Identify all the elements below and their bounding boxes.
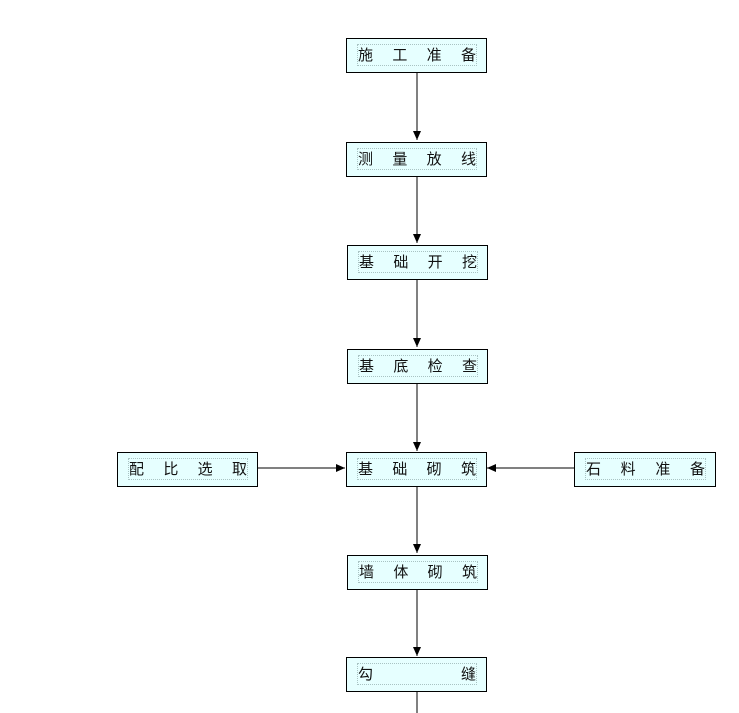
label-char: 墙 [359,563,375,581]
label-char: 放 [426,150,442,168]
label-char: 挖 [461,253,477,271]
label-char: 勾 [358,665,374,683]
label-char: 选 [197,460,213,478]
label-char: 砌 [427,563,443,581]
node-label: 石 料 准 备 [586,453,705,486]
label-char: 料 [620,460,636,478]
label-char: 筑 [461,563,477,581]
node-base-inspection: 基 底 检 查 [347,349,488,384]
node-foundation-excavation: 基 础 开 挖 [347,245,488,280]
label-char: 工 [392,46,408,64]
label-char: 测 [358,150,374,168]
label-char: 准 [426,46,442,64]
node-survey-layout: 测 量 放 线 [346,142,487,177]
node-label: 基 础 开 挖 [359,246,477,279]
label-char: 底 [393,357,409,375]
node-label: 配 比 选 取 [129,453,247,486]
label-char: 基 [359,357,375,375]
node-label: 勾 缝 [358,658,476,691]
label-char: 砌 [426,460,442,478]
node-label: 基 底 检 查 [359,350,477,383]
label-char: 筑 [460,460,476,478]
label-char: 施 [358,46,374,64]
label-char: 准 [655,460,671,478]
label-char: 体 [393,563,409,581]
label-char: 础 [393,253,409,271]
label-char: 量 [392,150,408,168]
node-construction-prep: 施 工 准 备 [346,38,487,73]
label-char: 配 [129,460,145,478]
node-foundation-masonry: 基 础 砌 筑 [346,452,487,487]
label-char: 缝 [460,665,476,683]
node-stone-preparation: 石 料 准 备 [574,452,716,487]
label-char: 检 [427,357,443,375]
label-char: 开 [427,253,443,271]
label-char: 线 [460,150,476,168]
node-label: 墙 体 砌 筑 [359,556,477,589]
label-char: 基 [359,253,375,271]
label-char: 石 [586,460,602,478]
node-label: 基 础 砌 筑 [358,453,476,486]
label-char: 比 [163,460,179,478]
node-mix-ratio-selection: 配 比 选 取 [117,452,258,487]
label-char: 础 [392,460,408,478]
node-wall-masonry: 墙 体 砌 筑 [347,555,488,590]
label-char: 查 [461,357,477,375]
node-label: 测 量 放 线 [358,143,476,176]
node-label: 施 工 准 备 [358,39,476,72]
label-char: 基 [358,460,374,478]
label-char: 备 [460,46,476,64]
label-char: 备 [689,460,705,478]
node-pointing: 勾 缝 [346,657,487,692]
label-char: 取 [231,460,247,478]
